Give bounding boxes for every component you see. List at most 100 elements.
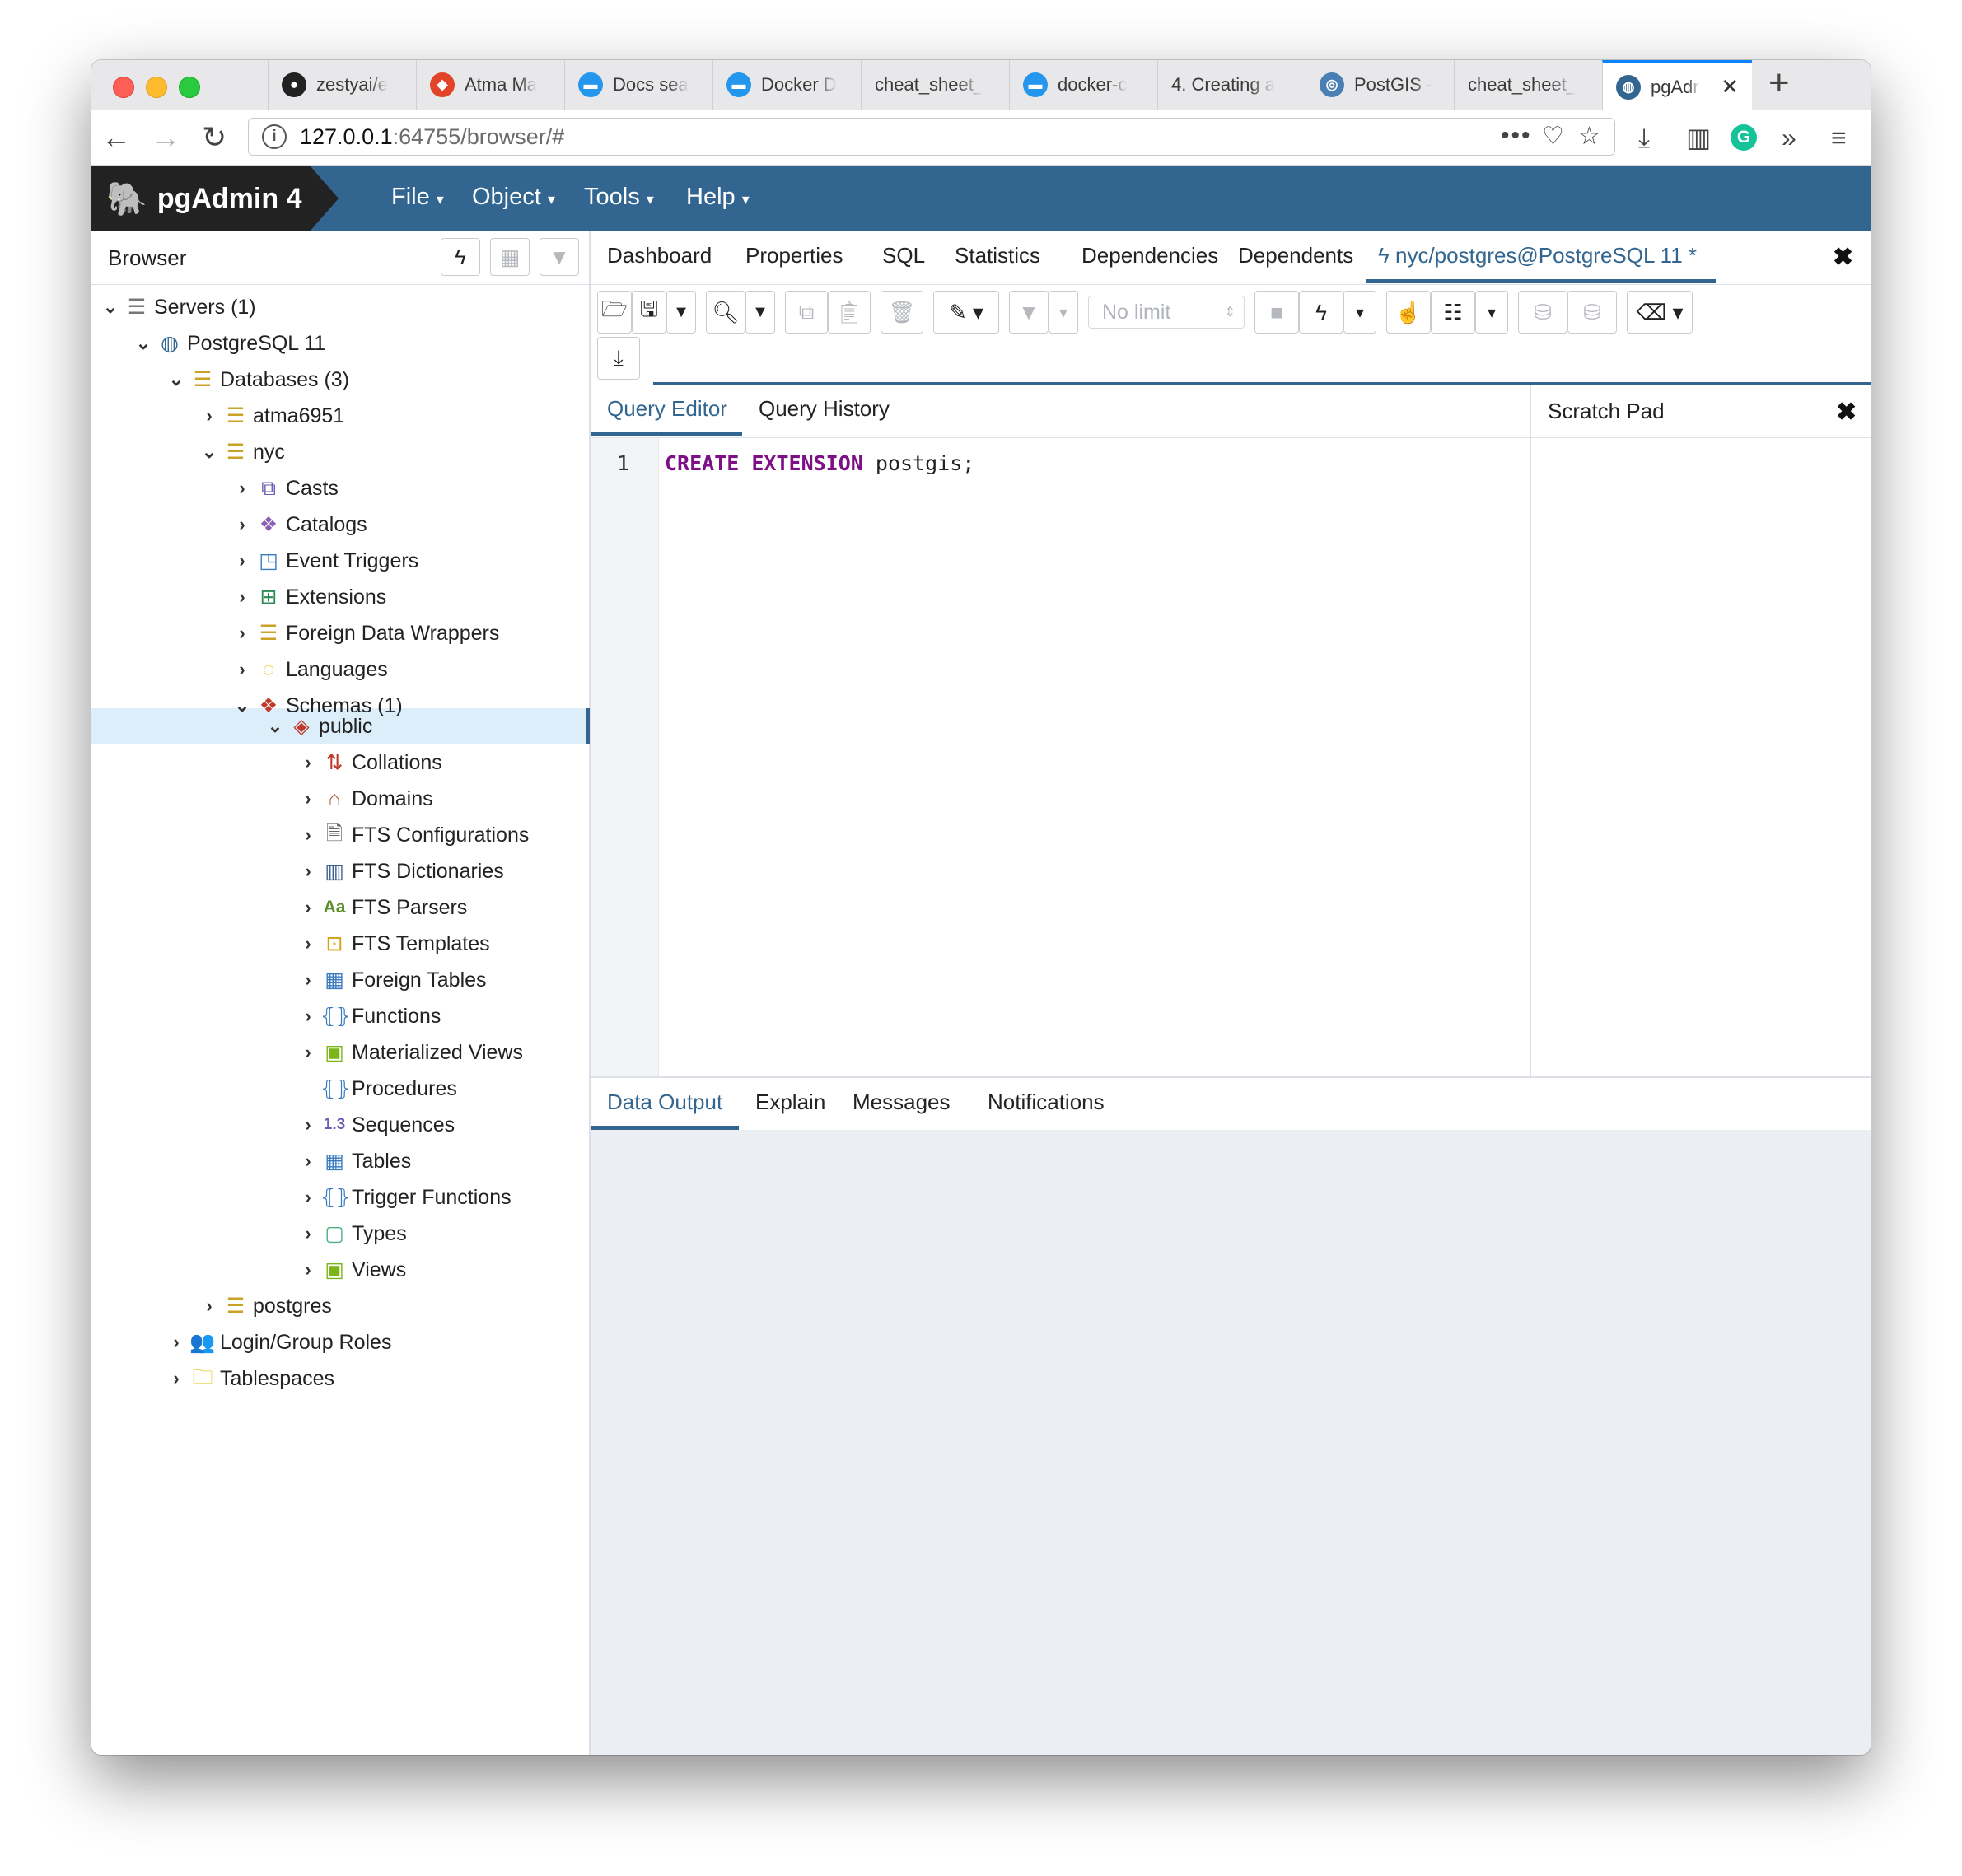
execute-button[interactable]: ϟ [1299,291,1343,334]
browser-tab[interactable]: cheat_sheet_ [1454,60,1602,110]
overflow-menu-icon[interactable]: » [1782,123,1796,152]
chevron-down-icon[interactable]: ⌄ [234,695,250,716]
chevron-right-icon[interactable]: › [305,897,311,917]
browser-tab[interactable]: cheat_sheet_ [861,60,1009,110]
menu-file[interactable]: File ▾ [391,184,444,211]
chevron-right-icon[interactable]: › [305,969,311,990]
tree-node-tables[interactable]: ›▦Tables [296,1143,411,1179]
pgadmin-logo[interactable]: 🐘 pgAdmin 4 [91,166,339,231]
new-tab-button[interactable]: + [1768,63,1790,103]
tree-node-trigger-functions[interactable]: ›⦃⦄Trigger Functions [296,1179,511,1216]
download-csv-button[interactable]: ⤓ [597,337,640,380]
chevron-right-icon[interactable]: › [305,1187,311,1207]
chevron-down-icon[interactable]: ⌄ [267,716,283,736]
view-data-button[interactable]: ▦ [490,238,530,276]
tree-node-fdw[interactable]: ›☰Foreign Data Wrappers [230,615,499,651]
chevron-right-icon[interactable]: › [239,623,245,643]
clear-dropdown-button[interactable]: ⌫ ▾ [1627,291,1693,334]
tree-node-database[interactable]: ⌄☰nyc [197,434,285,470]
chevron-down-icon[interactable]: ⌄ [102,296,119,317]
tab-statistics[interactable]: Statistics [955,243,1041,268]
reload-icon[interactable]: ↻ [202,120,227,154]
url-bar[interactable]: i 127.0.0.1:64755/browser/# ••• ♡ ☆ [248,118,1615,156]
bookmark-star-icon[interactable]: ☆ [1578,123,1600,150]
tree-node-casts[interactable]: ›⧉Casts [230,470,339,506]
close-panel-icon[interactable]: ✖ [1833,244,1854,271]
menu-help[interactable]: Help ▾ [686,184,750,211]
chevron-right-icon[interactable]: › [305,1114,311,1135]
chevron-right-icon[interactable]: › [305,752,311,772]
tree-node-languages[interactable]: ›◌Languages [230,651,387,688]
tree-node-fts-templates[interactable]: ›⊡FTS Templates [296,926,489,962]
menu-tools[interactable]: Tools ▾ [584,184,654,211]
tree-node-foreign-tables[interactable]: ›▦Foreign Tables [296,962,486,998]
tab-data-output[interactable]: Data Output [607,1090,723,1114]
chevron-down-icon[interactable]: ⌄ [201,441,217,462]
tree-node-extensions[interactable]: ›⊞Extensions [230,579,386,615]
sql-code-line[interactable]: CREATE EXTENSION postgis; [665,451,974,475]
tree-node-public[interactable]: ⌄◈public [263,708,373,744]
chevron-right-icon[interactable]: › [239,478,245,498]
chevron-right-icon[interactable]: › [305,861,311,881]
tab-query-tool[interactable]: ϟ nyc/postgres@PostgreSQL 11 * [1378,243,1697,268]
browser-tab[interactable]: ▬ Docker D [712,60,861,110]
row-limit-select[interactable]: No limit⇕ [1088,296,1245,329]
close-scratch-pad-icon[interactable]: ✖ [1836,399,1857,426]
chevron-right-icon[interactable]: › [206,405,213,426]
sidebar-icon[interactable]: ▥ [1686,123,1712,152]
filter-button[interactable]: ▼ [1009,291,1049,334]
find-dropdown-button[interactable]: ▼ [745,291,775,334]
tab-dashboard[interactable]: Dashboard [607,243,712,268]
tree-node-event-triggers[interactable]: ›◳Event Triggers [230,543,418,579]
chevron-right-icon[interactable]: › [239,514,245,534]
more-actions-icon[interactable]: ••• [1501,122,1532,149]
tree-node-server[interactable]: ⌄◍PostgreSQL 11 [131,325,325,362]
chevron-down-icon[interactable]: ⌄ [168,369,185,390]
tree-node-types[interactable]: ›▢Types [296,1216,406,1252]
tab-notifications[interactable]: Notifications [988,1090,1105,1114]
tree-node-views[interactable]: ›▣Views [296,1252,406,1288]
tree-node-catalogs[interactable]: ›❖Catalogs [230,506,367,543]
tree-node-schemas[interactable]: ⌄❖Schemas (1) [230,688,403,724]
menu-object[interactable]: Object ▾ [472,184,555,211]
stop-button[interactable]: ■ [1254,291,1299,334]
chevron-right-icon[interactable]: › [305,1042,311,1062]
edit-dropdown-button[interactable]: ✎ ▾ [933,291,999,334]
chevron-right-icon[interactable]: › [305,933,311,954]
copy-button[interactable]: ⧉ [785,291,828,334]
minimize-window-button[interactable] [146,77,167,98]
tab-dependents[interactable]: Dependents [1238,243,1354,268]
chevron-right-icon[interactable]: › [305,1223,311,1244]
tree-node-fts-dictionaries[interactable]: ›▥FTS Dictionaries [296,853,503,889]
delete-button[interactable]: 🗑︎ [881,291,923,334]
tab-dependencies[interactable]: Dependencies [1081,243,1219,268]
chevron-right-icon[interactable]: › [305,1006,311,1026]
chevron-right-icon[interactable]: › [239,659,245,679]
open-file-button[interactable]: 🗁 [597,291,632,334]
explain-analyze-button[interactable]: ☷ [1431,291,1475,334]
tree-node-database[interactable]: ›☰postgres [197,1288,332,1324]
browser-tab[interactable]: ▬ docker-c [1009,60,1157,110]
query-tool-button[interactable]: ϟ [441,238,480,276]
save-button[interactable]: 🖫 [632,291,666,334]
forward-arrow-icon[interactable]: → [151,120,180,154]
tree-node-functions[interactable]: ›⦃⦄Functions [296,998,441,1034]
explain-dropdown-button[interactable]: ▾ [1475,291,1508,334]
maximize-window-button[interactable] [179,77,200,98]
grammarly-icon[interactable]: G [1731,124,1757,151]
tree-node-procedures[interactable]: ⦃⦄Procedures [296,1071,457,1107]
tree-node-collations[interactable]: ›⇅Collations [296,744,441,781]
tree-node-login-roles[interactable]: ›👥Login/Group Roles [164,1324,391,1360]
back-arrow-icon[interactable]: ← [101,120,131,154]
rollback-button[interactable]: ⛁ [1567,291,1617,334]
sql-editor[interactable]: 1 CREATE EXTENSION postgis; [591,438,1530,1076]
explain-button[interactable]: ☝ [1386,291,1431,334]
hamburger-menu-icon[interactable]: ≡ [1831,123,1847,152]
chevron-right-icon[interactable]: › [305,1150,311,1171]
tree-node-fts-configurations[interactable]: ›🗎FTS Configurations [296,817,529,853]
paste-button[interactable]: 📋︎ [828,291,871,334]
close-window-button[interactable] [113,77,134,98]
commit-button[interactable]: ⛁ [1518,291,1567,334]
